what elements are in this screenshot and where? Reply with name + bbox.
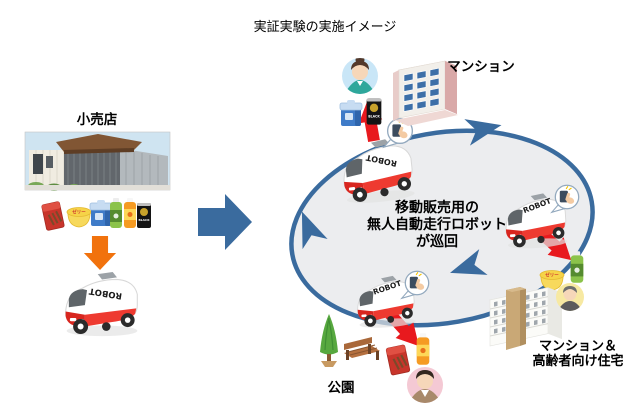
senior-man-avatar: [556, 283, 584, 311]
coffee-can-icon: [137, 203, 151, 228]
green-tea-bottle-icon: [570, 251, 584, 283]
loop-caption-line2: 無人自動走行ロボット: [367, 216, 507, 233]
robot-icon: ROBOT: [65, 271, 138, 337]
right-arrow: [198, 194, 252, 250]
robot-icon: ROBOT: [339, 136, 416, 206]
store-products: [40, 198, 151, 232]
cooler-box-icon: [339, 99, 363, 127]
juice-bottle-icon: [416, 333, 430, 365]
tree-icon: [320, 314, 338, 367]
jelly-cup-icon: [66, 207, 92, 228]
store-icon: [24, 131, 171, 191]
senior-housing-label-line2: 高齢者向け住宅: [532, 353, 623, 369]
loop-caption-line1: 移動販売用の: [395, 199, 479, 216]
mansion-icon: [393, 60, 459, 126]
coffee-can-icon: [366, 98, 382, 125]
juice-bottle-icon: [124, 198, 136, 228]
snack-pack-icon: [40, 200, 66, 232]
down-arrow: [83, 236, 117, 270]
snack-pack-icon: [384, 343, 412, 377]
loop-caption: 移動販売用の 無人自動走行ロボット が巡回: [367, 199, 507, 250]
page-title: 実証実験の実施イメージ: [254, 19, 397, 35]
park-label: 公園: [328, 380, 355, 396]
man-avatar: [407, 367, 443, 403]
cooler-box-icon: [89, 199, 113, 227]
loop-caption-line3: が巡回: [416, 233, 458, 250]
senior-housing-icon: [488, 287, 564, 350]
senior-housing-label-line1: マンション＆: [539, 339, 617, 354]
store-label: 小売店: [77, 111, 118, 128]
green-tea-bottle-icon: [110, 198, 122, 228]
woman-avatar: [342, 58, 378, 94]
mansion-label: マンション: [447, 59, 515, 75]
bench-icon: [344, 337, 380, 360]
